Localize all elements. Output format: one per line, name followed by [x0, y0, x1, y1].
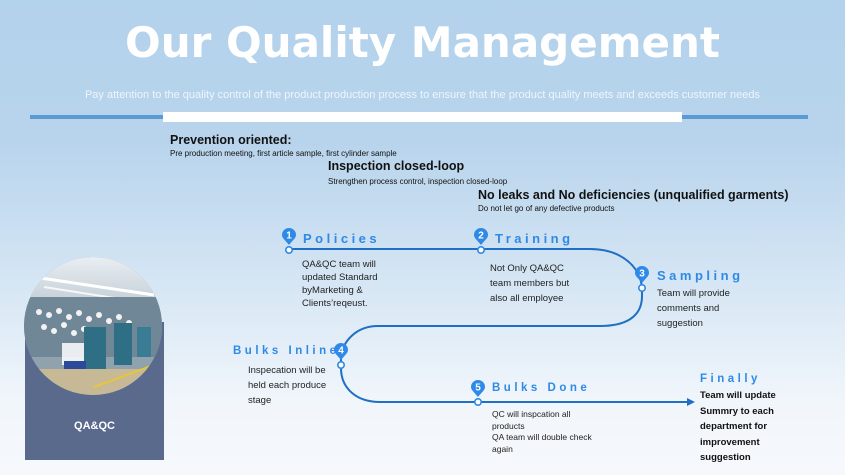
principle-text-no-leaks: Do not let go of any defective products — [478, 204, 615, 213]
final-line: department for — [700, 421, 768, 432]
step-2-marker-icon: 2 — [474, 228, 488, 255]
step-3-marker-icon: 3 — [635, 266, 649, 292]
step-5-line: QA team will double check — [492, 432, 592, 442]
step-2-title: Training — [495, 231, 574, 246]
principle-heading-prevention: Prevention oriented: — [170, 133, 292, 147]
step-4-marker-icon: 4 — [334, 343, 348, 369]
step-3-line: comments and — [657, 303, 720, 314]
step-3-number: 3 — [639, 269, 645, 280]
final-line: suggestion — [700, 452, 751, 463]
step-1-title: Policies — [303, 231, 381, 246]
principle-text-inspection: Strengthen process control, inspection c… — [328, 177, 508, 186]
step-2-description: Not Only QA&QC team members but also all… — [490, 261, 569, 306]
divider-highlight — [163, 112, 682, 122]
step-2-line: Not Only QA&QC — [490, 263, 564, 274]
step-4-line: Inspecation will be — [248, 365, 326, 376]
step-4-description: Inspecation will be held each produce st… — [248, 363, 326, 408]
final-line: Summry to each — [700, 405, 774, 417]
step-3-line: suggestion — [657, 318, 703, 329]
page-subtitle: Pay attention to the quality control of … — [84, 89, 761, 101]
final-line: Team will update — [700, 390, 776, 401]
step-4-title: Bulks Inline — [233, 345, 340, 357]
step-3-line: Team will provide — [657, 288, 730, 299]
step-5-line: QC will inspcation all — [492, 409, 571, 419]
step-5-number: 5 — [475, 383, 481, 394]
step-4-line: stage — [248, 395, 272, 406]
step-5-line: again — [492, 443, 513, 454]
step-4-line: held each produce — [248, 380, 327, 391]
step-1-line: QA&QC team will — [302, 259, 376, 270]
step-5-line: products — [492, 420, 525, 431]
step-5-description: QC will inspcation all products QA team … — [492, 409, 592, 455]
principle-text-prevention: Pre production meeting, first article sa… — [170, 149, 397, 158]
step-1-description: QA&QC team will updated Standard byMarke… — [302, 258, 378, 310]
step-3-description: Team will provide comments and suggestio… — [657, 286, 730, 331]
final-description: Team will update Summry to each departme… — [700, 388, 776, 466]
step-2-line: also all employee — [490, 293, 564, 304]
step-5-marker-icon: 5 — [471, 380, 485, 406]
step-2-line: team members but — [490, 278, 570, 289]
step-1-marker-icon: 1 — [282, 228, 296, 255]
step-2-number: 2 — [478, 231, 484, 242]
step-4-number: 4 — [338, 346, 344, 357]
step-1-number: 1 — [286, 231, 292, 242]
step-1-line: Clients’reqeust. — [302, 298, 368, 309]
page-title: Our Quality Management — [125, 18, 720, 67]
principle-heading-inspection: Inspection closed-loop — [328, 159, 465, 173]
step-5-title: Bulks Done — [492, 382, 591, 394]
step-3-title: Sampling — [657, 268, 744, 283]
qa-qc-label: QA&QC — [74, 420, 115, 432]
final-title: Finally — [700, 373, 761, 385]
final-line: improvement — [700, 436, 760, 448]
process-path-line — [289, 248, 695, 406]
step-1-line: updated Standard — [302, 272, 378, 283]
principle-heading-no-leaks: No leaks and No deficiencies (unqualifie… — [478, 188, 789, 202]
step-1-line: byMarketing & — [302, 285, 363, 296]
